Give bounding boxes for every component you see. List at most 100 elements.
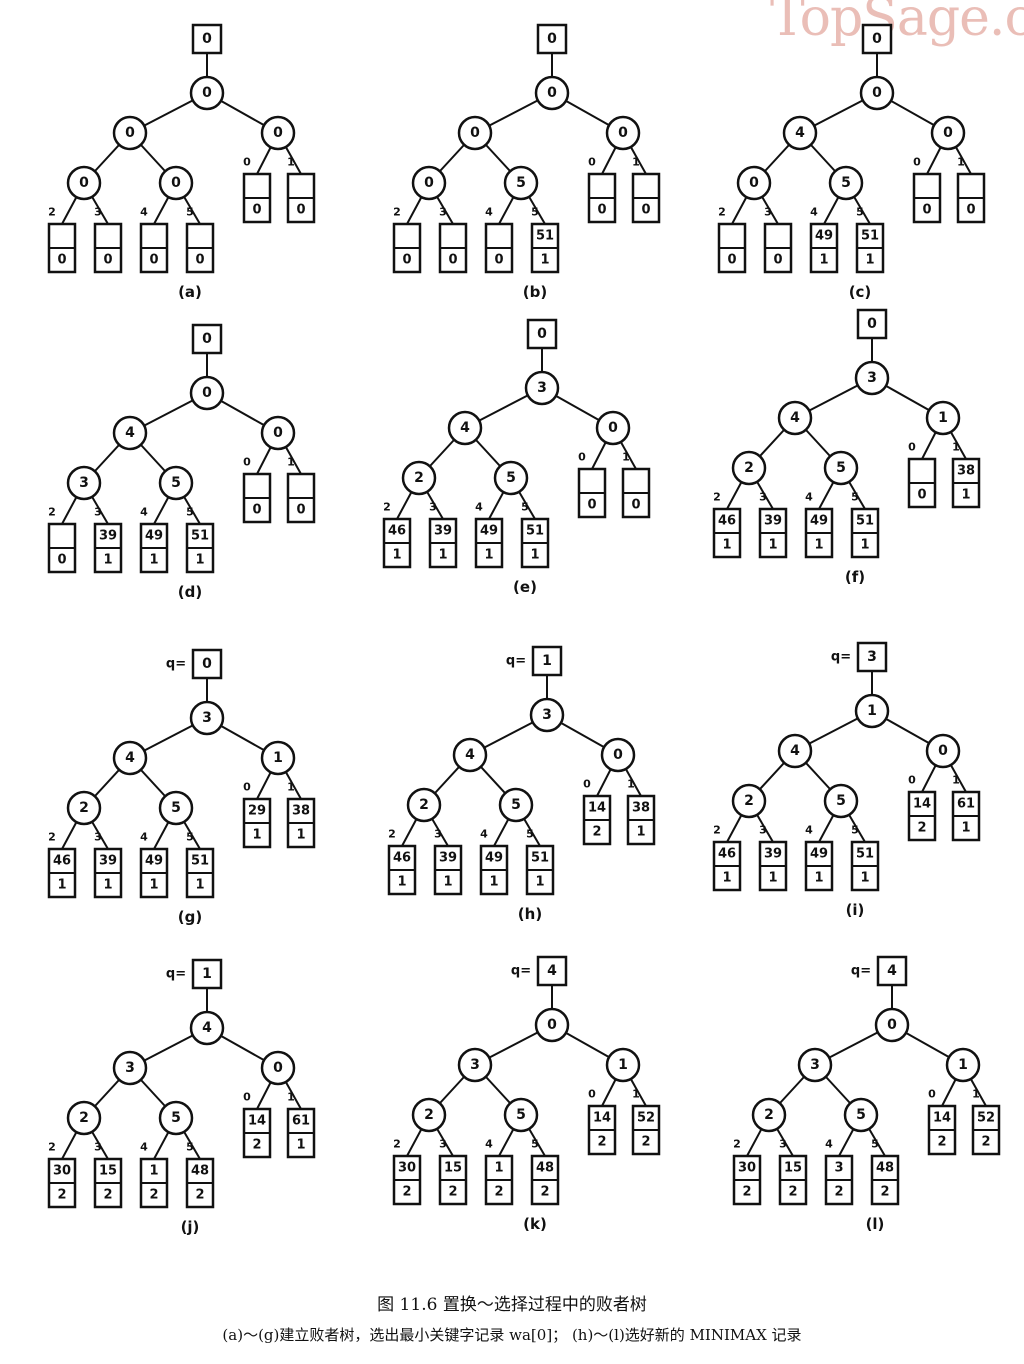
leaf-index: 4 [480, 828, 488, 841]
top-box-value: 0 [202, 656, 212, 672]
leaf-index: 0 [908, 441, 916, 454]
leaf-run: 1 [57, 878, 66, 893]
tree-node-value: 2 [79, 1110, 89, 1126]
leaf-run: 1 [860, 871, 869, 886]
leaf-run: 0 [103, 253, 112, 268]
leaf-key: 14 [588, 801, 606, 816]
tree-node-value: 5 [856, 1107, 866, 1123]
tree-node [189, 700, 225, 736]
leaf-index: 5 [851, 824, 859, 837]
tree-node-value: 0 [470, 125, 480, 141]
leaf-run: 0 [966, 203, 975, 218]
tree-node-value: 0 [273, 425, 283, 441]
figure-subtitle: (a)～(g)建立败者树，选出最小关键字记录 wa[0]； (h)～(l)选好新… [222, 1326, 802, 1344]
leaf-key: 61 [292, 1114, 310, 1129]
leaf-run: 2 [981, 1135, 990, 1150]
top-box [536, 955, 568, 987]
leaf-run: 1 [961, 821, 970, 836]
q-label: q= [166, 657, 186, 672]
leaf-run: 1 [252, 828, 261, 843]
tree-node [260, 740, 296, 776]
leaf-index: 0 [243, 456, 251, 469]
leaf-key: 51 [191, 529, 209, 544]
leaf-key: 39 [99, 854, 117, 869]
tree-node-value: 3 [79, 475, 89, 491]
leaf-index: 1 [287, 156, 295, 169]
leaf-key: 49 [145, 529, 163, 544]
q-label: q= [506, 654, 526, 669]
tree-node-value: 2 [424, 1107, 434, 1123]
tree-node [529, 697, 565, 733]
tree-node [751, 1097, 787, 1133]
tree-node [503, 1097, 539, 1133]
panel-label: (b) [523, 283, 547, 301]
tree-node-value: 1 [618, 1057, 628, 1073]
leaf-run: 1 [961, 488, 970, 503]
leaf-run: 2 [402, 1185, 411, 1200]
tree-node [823, 783, 859, 819]
tree-node [189, 1010, 225, 1046]
leaf-index: 1 [972, 1088, 980, 1101]
leaf-key: 39 [764, 847, 782, 862]
leaf-run: 0 [641, 203, 650, 218]
tree-node [945, 1047, 981, 1083]
leaf-key: 15 [444, 1161, 462, 1176]
leaf-index: 3 [94, 1141, 102, 1154]
panel-label: (d) [178, 583, 202, 601]
leaf-key: 51 [191, 854, 209, 869]
top-box [526, 318, 558, 350]
tree-node [158, 165, 194, 201]
tree-node [260, 415, 296, 451]
leaf-key: 3 [834, 1161, 843, 1176]
leaf-index: 0 [243, 1091, 251, 1104]
panel-label: (e) [513, 578, 537, 596]
leaf-run: 1 [814, 871, 823, 886]
tree-node [189, 75, 225, 111]
tree-node [782, 115, 818, 151]
leaf-index: 5 [186, 206, 194, 219]
leaf-index: 5 [531, 206, 539, 219]
leaf-index: 2 [48, 1141, 56, 1154]
leaf-run: 1 [722, 538, 731, 553]
leaf-run: 1 [397, 875, 406, 890]
leaf-index: 1 [952, 441, 960, 454]
tree-node-value: 0 [613, 747, 623, 763]
leaf-index: 1 [287, 456, 295, 469]
leaf-index: 3 [759, 824, 767, 837]
leaf-index: 5 [186, 831, 194, 844]
leaf-run: 2 [742, 1185, 751, 1200]
top-box-value: 0 [202, 31, 212, 47]
leaf-run: 1 [296, 1138, 305, 1153]
leaf-run: 2 [57, 1188, 66, 1203]
leaf-run: 2 [252, 1138, 261, 1153]
leaf-key: 15 [784, 1161, 802, 1176]
tree-node [828, 165, 864, 201]
top-box [856, 641, 888, 673]
leaf-run: 0 [917, 488, 926, 503]
leaf-index: 2 [733, 1138, 741, 1151]
leaf-key: 1 [494, 1161, 503, 1176]
leaf-key: 14 [933, 1111, 951, 1126]
tree-node [777, 733, 813, 769]
leaf-index: 1 [632, 156, 640, 169]
tree-node-value: 3 [810, 1057, 820, 1073]
leaf-run: 1 [484, 548, 493, 563]
leaf-key: 51 [856, 847, 874, 862]
tree-node [493, 460, 529, 496]
tree-node-value: 5 [506, 470, 516, 486]
leaf-key: 46 [718, 514, 736, 529]
top-box-value: 0 [872, 31, 882, 47]
leaf-run: 2 [937, 1135, 946, 1150]
tree-node [854, 693, 890, 729]
panel-label: (l) [866, 1215, 885, 1233]
leaf-index: 2 [718, 206, 726, 219]
tree-node-value: 4 [460, 420, 470, 436]
tree-node-value: 0 [202, 85, 212, 101]
leaf-run: 2 [788, 1185, 797, 1200]
panel-label: (j) [181, 1218, 200, 1236]
leaf-index: 3 [94, 506, 102, 519]
tree-node-value: 5 [836, 460, 846, 476]
leaf-run: 1 [296, 828, 305, 843]
